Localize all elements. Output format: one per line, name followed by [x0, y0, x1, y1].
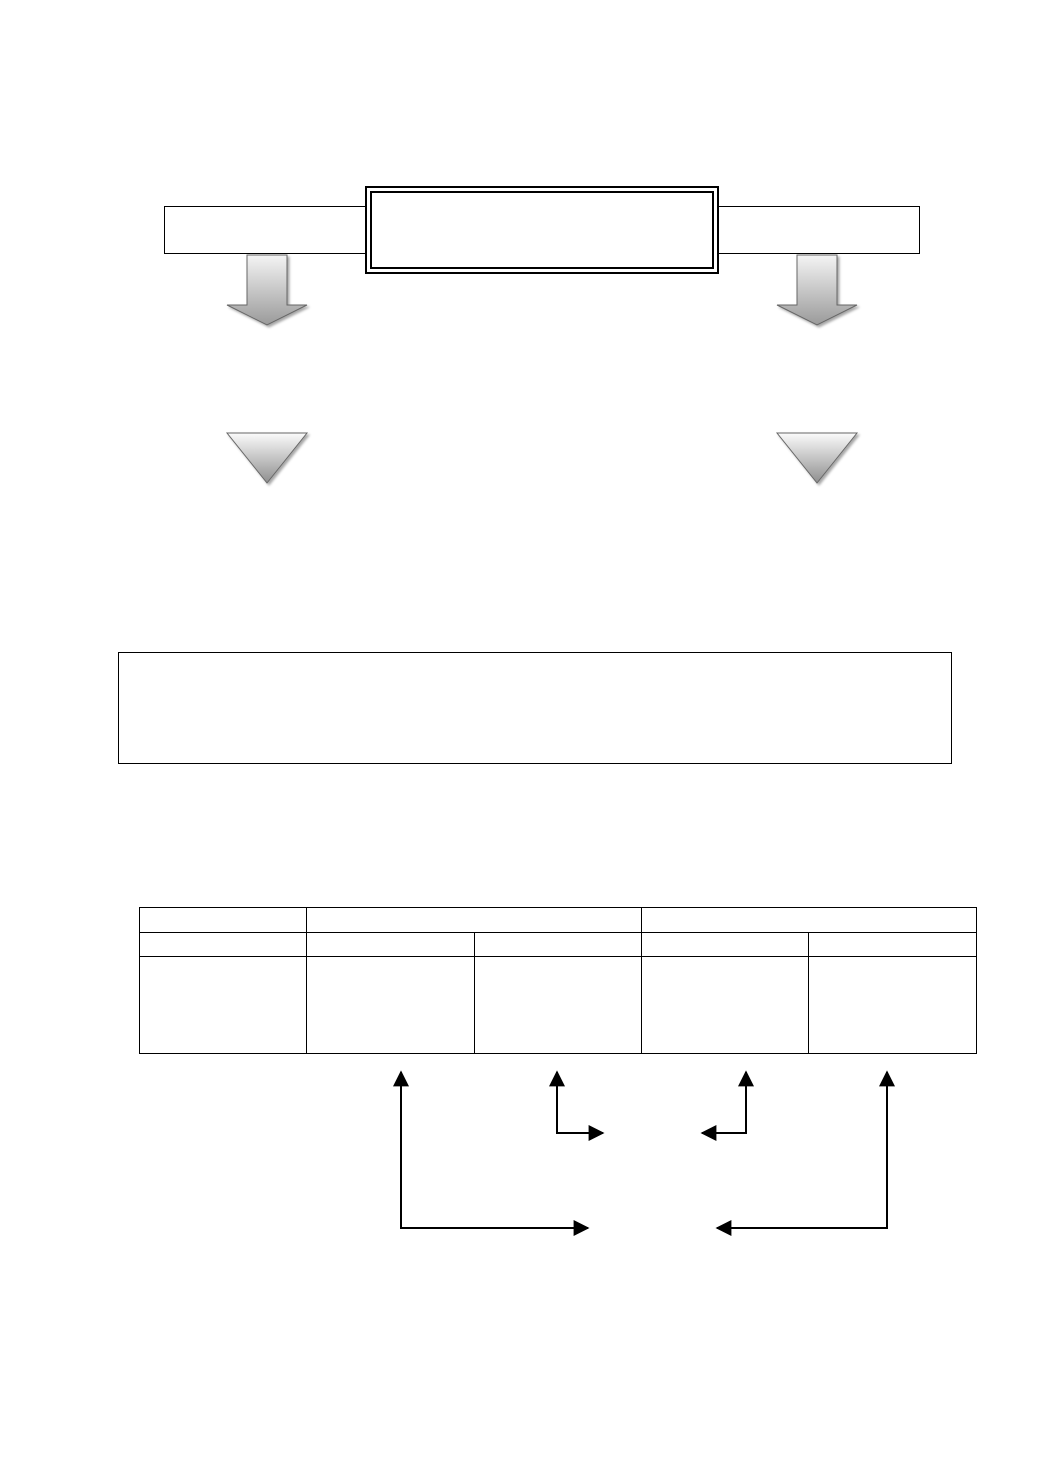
connector-outer-right — [715, 1070, 895, 1236]
block-arrow-left-icon — [226, 254, 308, 326]
triangle-arrow-right-icon — [775, 432, 859, 484]
table-cell — [306, 932, 475, 957]
table-cell — [139, 956, 307, 1054]
comparison-table — [139, 907, 977, 1054]
connector-inner-left — [549, 1070, 605, 1141]
center-title-box — [365, 186, 719, 274]
top-left-box — [164, 206, 370, 254]
connector-lines — [393, 1070, 895, 1236]
table-header-row-1 — [139, 907, 977, 933]
table-cell — [306, 907, 642, 933]
table-cell — [808, 932, 977, 957]
triangle-arrow-left-icon — [225, 432, 309, 484]
top-right-box — [714, 206, 920, 254]
table-header-row-2 — [139, 932, 977, 957]
block-arrow-right-icon — [776, 254, 858, 326]
table-cell — [306, 956, 475, 1054]
table-cell — [641, 907, 977, 933]
table-cell — [641, 956, 809, 1054]
wide-summary-box — [118, 652, 952, 764]
table-cell — [808, 956, 977, 1054]
connector-inner-right — [700, 1070, 754, 1141]
table-cell — [641, 932, 809, 957]
connector-outer-left — [393, 1070, 590, 1236]
table-body-row — [139, 956, 977, 1054]
